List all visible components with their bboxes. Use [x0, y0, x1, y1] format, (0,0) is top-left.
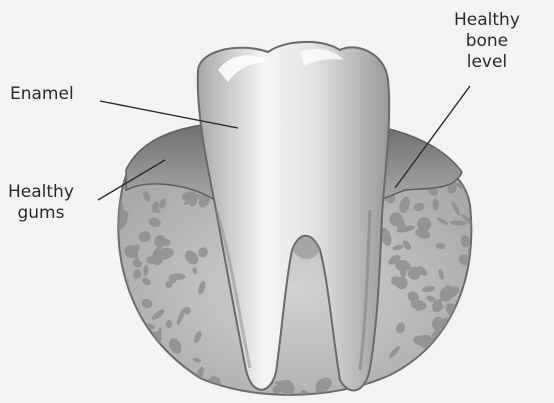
bone-pore: [114, 367, 126, 379]
bone-pore: [107, 317, 122, 332]
bone-pore: [450, 325, 462, 341]
bone-pore: [142, 333, 152, 342]
bone-pore: [470, 267, 479, 281]
bone-pore: [149, 354, 162, 372]
bone-pore: [432, 379, 449, 397]
bone-pore: [446, 383, 459, 396]
bone-pore: [127, 333, 142, 346]
label-enamel: Enamel: [10, 84, 74, 105]
bone-pore: [393, 375, 408, 389]
label-healthy-gums: Healthy gums: [8, 182, 74, 224]
bone-pore: [461, 343, 477, 362]
bone-pore: [388, 385, 407, 400]
label-bone-line-1: Healthy: [454, 10, 520, 31]
bone-pore: [137, 390, 153, 403]
bone-pore: [154, 358, 169, 374]
bone-pore: [464, 287, 480, 303]
bone-pore: [461, 372, 479, 393]
bone-pore: [144, 365, 156, 377]
bone-pore: [194, 381, 208, 394]
bone-pore: [367, 383, 381, 399]
label-bone-line-2: bone: [454, 31, 520, 52]
bone-pore: [171, 390, 179, 403]
bone-pore: [141, 371, 159, 392]
bone-pore: [412, 388, 425, 403]
bone-pore: [442, 388, 451, 395]
bone-pore: [136, 368, 145, 376]
label-healthy-bone-level: Healthy bone level: [454, 10, 520, 73]
label-enamel-text: Enamel: [10, 84, 74, 105]
bone-pore: [107, 335, 123, 351]
bone-pore: [416, 391, 425, 397]
bone-pore: [398, 393, 408, 402]
bone-pore: [105, 292, 127, 313]
label-bone-line-3: level: [454, 52, 520, 73]
bone-pore: [468, 391, 479, 401]
label-gums-line-1: Healthy: [8, 182, 74, 203]
bone-pore: [128, 350, 142, 366]
bone-pore: [466, 351, 482, 363]
bone-pore: [400, 371, 411, 379]
bone-pore: [370, 391, 377, 399]
label-gums-line-2: gums: [8, 203, 74, 224]
bone-pore: [449, 384, 458, 393]
